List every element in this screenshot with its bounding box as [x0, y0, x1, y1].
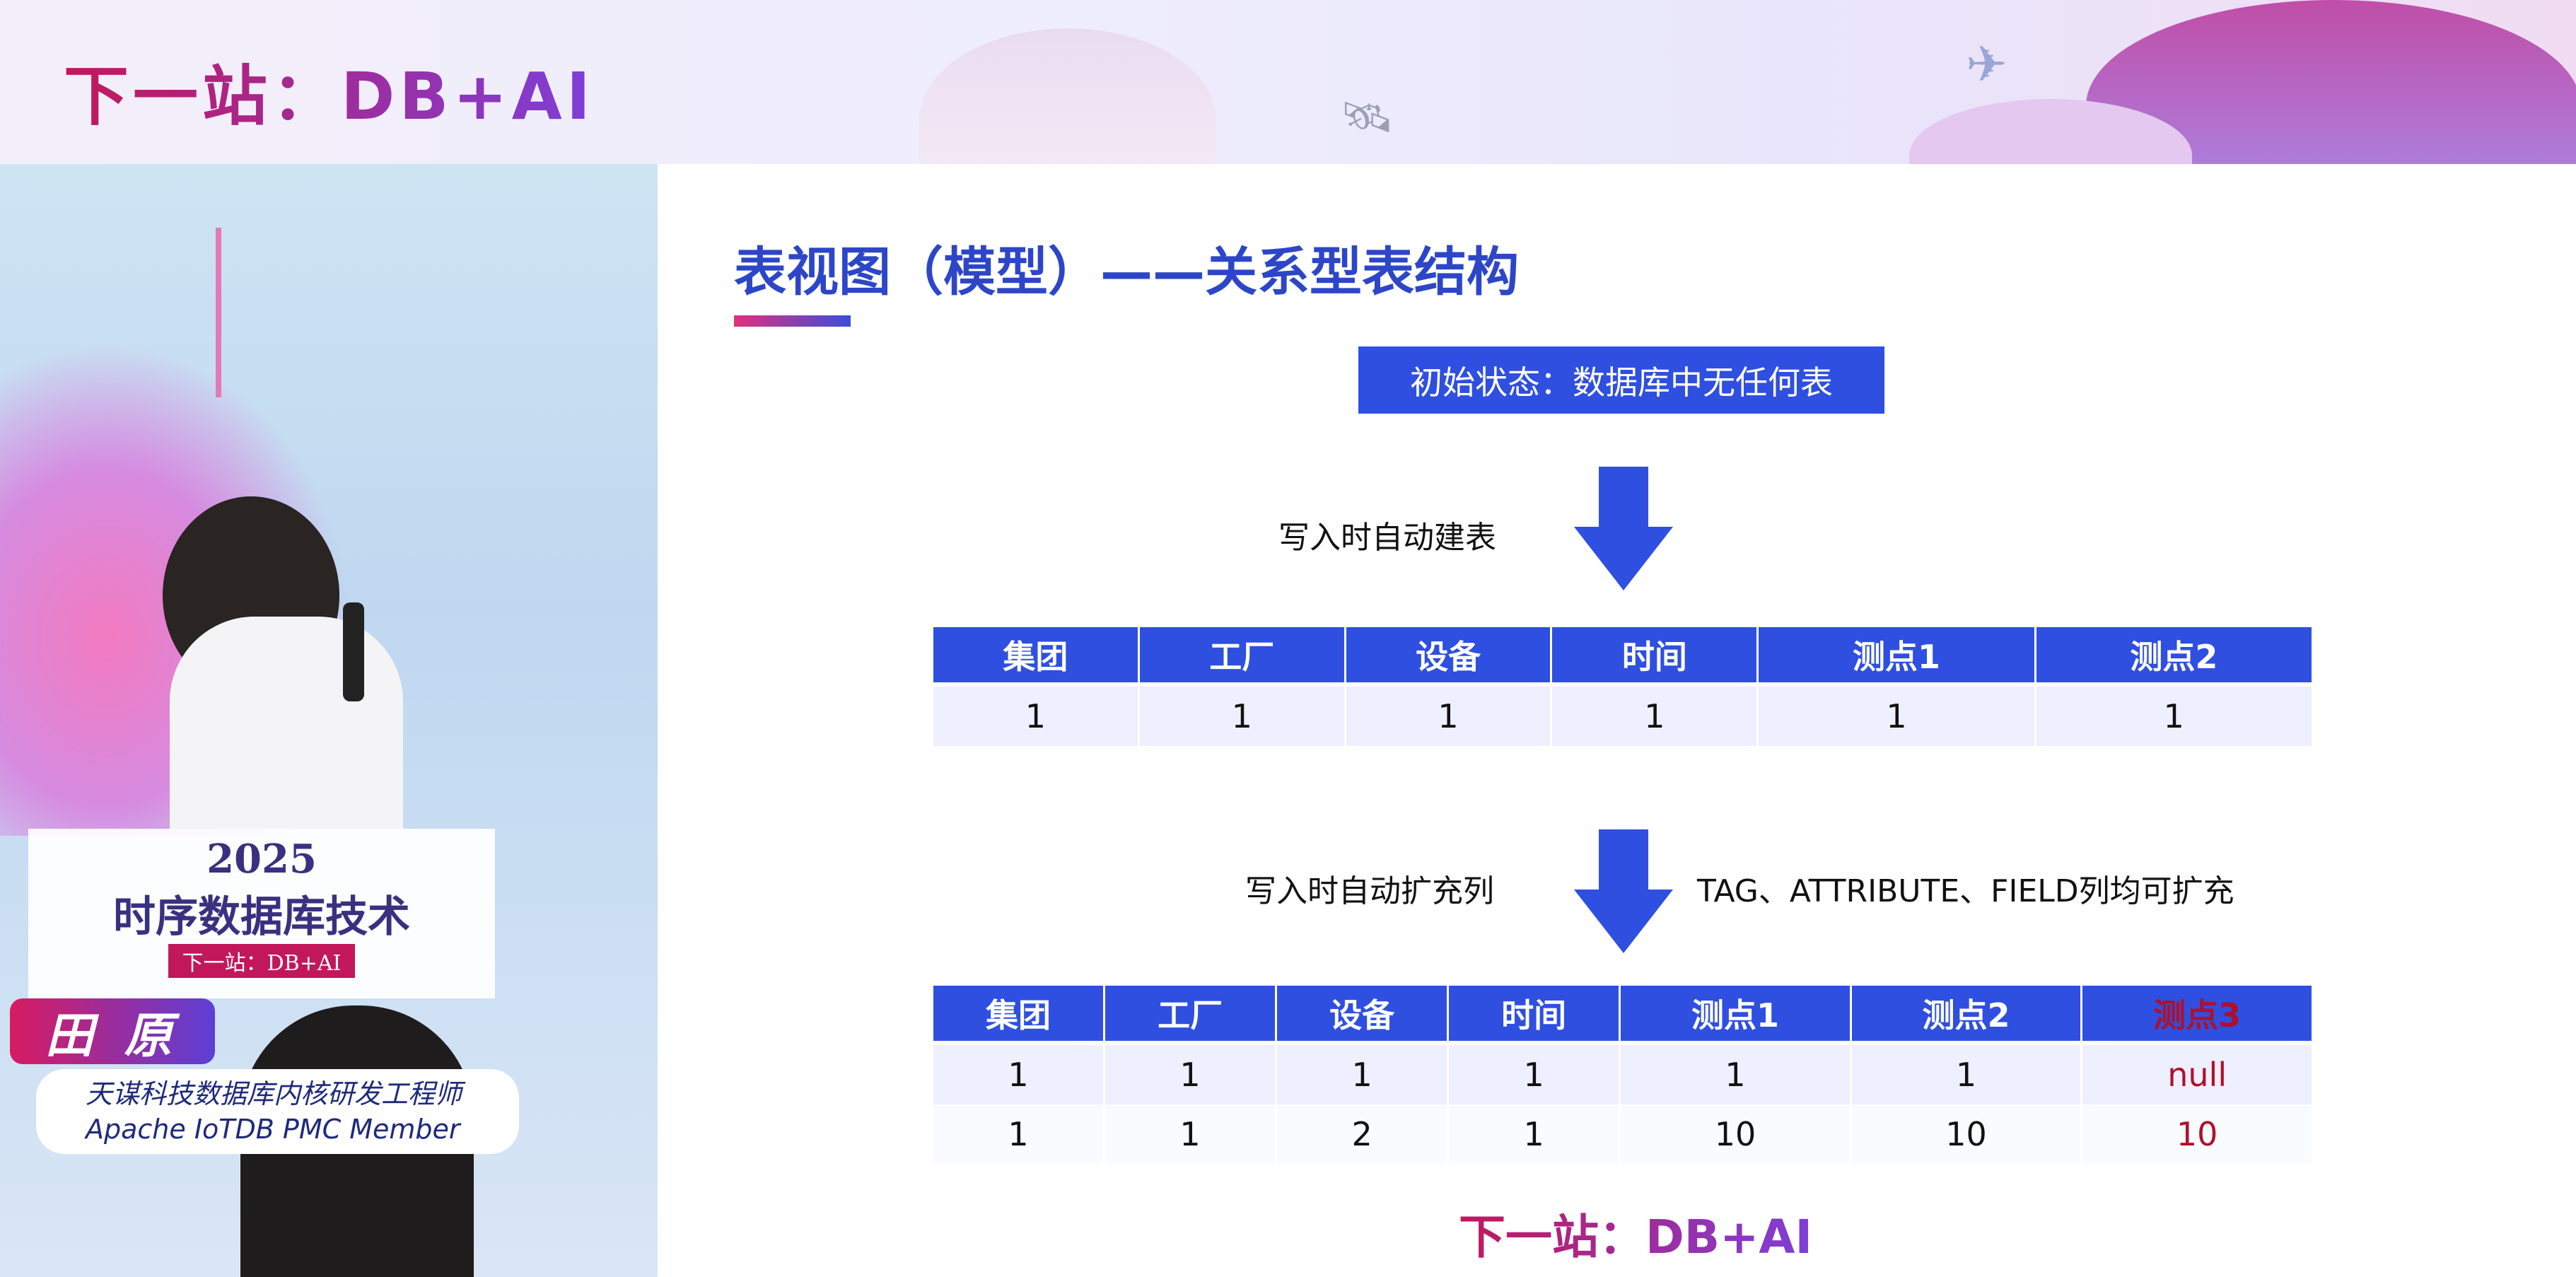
top-banner: ✈ 🛰 下一站：DB+AI [0, 0, 2576, 164]
speaker-name-badge: 田 原 [10, 998, 215, 1064]
column-header: 测点1 [1621, 986, 1850, 1045]
table-cell: 1 [1449, 1104, 1619, 1164]
speaker-role: 天谋科技数据库内核研发工程师 [86, 1078, 462, 1109]
down-arrow-icon [1574, 829, 1673, 953]
table-row: 1 1 2 1 10 10 10 [933, 1104, 2312, 1164]
speaker-info-card: 天谋科技数据库内核研发工程师 Apache IoTDB PMC Member [36, 1069, 519, 1154]
new-column-header: 测点3 [2082, 986, 2312, 1045]
table-cell: 10 [1851, 1104, 2081, 1164]
column-header: 集团 [933, 986, 1104, 1045]
table-cell: 1 [1449, 1045, 1619, 1104]
stage-sign-year: 2025 [206, 836, 317, 882]
table-cell: 1 [1105, 1045, 1276, 1104]
table-expanded-columns: 集团 工厂 设备 时间 测点1 测点2 测点3 1 1 1 1 1 1 null… [931, 986, 2314, 1164]
column-header: 测点1 [1759, 627, 2034, 687]
table-cell: 1 [1139, 687, 1344, 746]
column-header: 集团 [933, 627, 1138, 687]
table-header-row: 集团 工厂 设备 时间 测点1 测点2 [933, 627, 2312, 687]
column-header: 时间 [1449, 986, 1619, 1045]
table-cell: 1 [1346, 687, 1551, 746]
column-header: 设备 [1346, 627, 1551, 687]
title-underline [734, 315, 851, 327]
table-cell: 1 [933, 687, 1138, 746]
stage-sign: 2025 时序数据库技术 下一站：DB+AI [28, 829, 495, 998]
speaker-affiliation: Apache IoTDB PMC Member [86, 1114, 460, 1145]
table-cell: 1 [933, 1104, 1104, 1164]
satellite-icon: 🛰 [1340, 93, 1394, 142]
initial-state-box: 初始状态：数据库中无任何表 [1358, 346, 1884, 414]
column-header: 时间 [1552, 627, 1757, 687]
table-cell: 10 [2082, 1104, 2312, 1164]
step2-note: TAG、ATTRIBUTE、FIELD列均可扩充 [1697, 873, 2234, 909]
column-header: 工厂 [1139, 627, 1344, 687]
down-arrow-icon [1574, 467, 1673, 590]
table-row: 1 1 1 1 1 1 null [933, 1045, 2312, 1104]
step2-label: 写入时自动扩充列 [1245, 873, 1494, 909]
table-row: 1 1 1 1 1 1 [933, 687, 2312, 746]
table-cell: 1 [1621, 1045, 1850, 1104]
wind-turbine [216, 228, 221, 397]
stage-sign-title: 时序数据库技术 [113, 892, 410, 942]
airplane-icon: ✈ [1966, 35, 2007, 93]
step1-label: 写入时自动建表 [1278, 520, 1496, 556]
column-header: 设备 [1277, 986, 1447, 1045]
table-cell: 1 [1851, 1045, 2081, 1104]
table-cell: 2 [1277, 1104, 1447, 1164]
table-cell: 1 [2036, 687, 2312, 746]
table-header-row: 集团 工厂 设备 时间 测点1 测点2 测点3 [933, 986, 2312, 1045]
table-cell: null [2082, 1045, 2312, 1104]
table-cell: 10 [1621, 1104, 1850, 1164]
table-cell: 1 [933, 1045, 1104, 1104]
column-header: 测点2 [1851, 986, 2081, 1045]
table-cell: 1 [1759, 687, 2034, 746]
event-logo: 下一站：DB+AI [64, 44, 595, 138]
microphone [343, 602, 364, 701]
slide-title: 表视图（模型）——关系型表结构 [734, 242, 1519, 303]
speaker-body [170, 617, 403, 829]
column-header: 测点2 [2036, 627, 2312, 687]
mountain-decoration [919, 28, 1216, 164]
stage-sign-subtitle: 下一站：DB+AI [168, 944, 356, 978]
table-cell: 1 [1552, 687, 1757, 746]
table-auto-created: 集团 工厂 设备 时间 测点1 测点2 1 1 1 1 1 1 [931, 627, 2314, 746]
footer-logo: 下一站：DB+AI [1459, 1199, 1812, 1267]
table-cell: 1 [1277, 1045, 1447, 1104]
table-cell: 1 [1105, 1104, 1276, 1164]
column-header: 工厂 [1105, 986, 1276, 1045]
